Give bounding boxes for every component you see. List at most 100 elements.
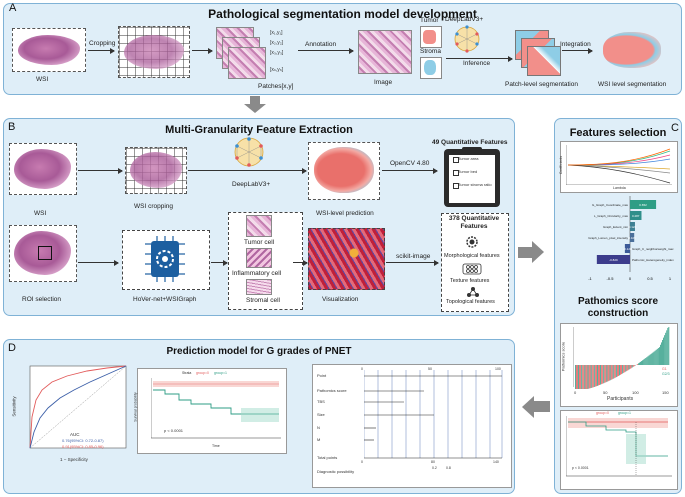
lasso-xlabel: Lambda — [613, 186, 626, 190]
coord-3: [x₃,y₃] — [270, 50, 284, 56]
patch-seg-3 — [527, 46, 561, 76]
score-xtick-3: 150 — [662, 390, 669, 395]
coef-bar-0 — [630, 200, 657, 209]
waterfall-bar-4 — [579, 365, 580, 389]
waterfall-bar-76 — [654, 350, 656, 365]
wsi-cropping-label: WSI cropping — [134, 203, 174, 210]
waterfall-bar-85 — [664, 335, 666, 365]
waterfall-bar-84 — [663, 337, 664, 365]
nomo-point-ticks: 0 50 100 — [361, 367, 507, 373]
network-icon-b — [234, 137, 264, 167]
waterfall-bar-68 — [646, 357, 648, 365]
visualization-label: Visualization — [322, 296, 359, 303]
cropped-grid-a — [118, 26, 190, 78]
wsi-thumbnail-a — [12, 28, 86, 72]
nomogram-gridlines — [364, 370, 503, 459]
waterfall-bar-5 — [580, 365, 582, 389]
nomo-row-2: TBS — [317, 399, 325, 404]
waterfall-bar-75 — [653, 351, 655, 365]
coef-bar-1 — [630, 211, 642, 220]
waterfall-bar-26 — [602, 365, 604, 384]
coef-xtick-4: 1 — [669, 276, 672, 281]
waterfall-bar-35 — [611, 365, 613, 380]
nomo-row-1: Pathomics score — [317, 388, 347, 393]
scikit-label: scikit-image — [396, 253, 431, 260]
wsi-prediction-image — [308, 142, 380, 200]
check-box-1 — [453, 157, 459, 163]
waterfall-bar-73 — [651, 353, 653, 365]
coef-xtick-0: -1 — [588, 276, 592, 281]
score-xtick-2: 100 — [632, 390, 639, 395]
panel-c-title-1: Features selection — [569, 127, 667, 139]
lasso-lines — [566, 145, 672, 185]
waterfall-bar-57 — [634, 365, 636, 366]
coef-bar-label-2: Graph_Extent_min — [603, 225, 628, 229]
topology-icon — [467, 287, 479, 297]
check-box-2 — [453, 170, 459, 176]
lasso-plot — [560, 141, 678, 193]
panel-a-letter: A — [9, 2, 17, 14]
deeplab-label-a: DeepLabV3+ — [445, 16, 484, 23]
waterfall-bar-86 — [665, 332, 667, 365]
waterfall-bar-24 — [600, 365, 601, 385]
morph-label: Morphological features — [444, 253, 500, 259]
nomo-row-5: M — [317, 437, 321, 442]
check-box-3 — [453, 183, 459, 189]
auc-title: AUC — [70, 432, 80, 437]
lasso-ylabel: Coefficients — [559, 155, 564, 175]
waterfall-bar-47 — [624, 365, 626, 373]
waterfall-bar-45 — [622, 365, 624, 374]
km-d-legend-0: Strata — [182, 371, 192, 375]
waterfall-bar-37 — [613, 365, 615, 379]
waterfall-bar-25 — [601, 365, 603, 385]
km-d-legend-2: group=1 — [214, 371, 227, 375]
arrow-a5 — [562, 47, 593, 54]
waterfall-bar-72 — [650, 353, 652, 365]
waterfall-bar-70 — [648, 355, 650, 365]
waterfall-bar-55 — [632, 365, 634, 367]
nomo-total-7: 140 — [493, 460, 499, 464]
coef-bar-value-4: -0.128 — [623, 247, 632, 251]
chip-icon — [145, 236, 185, 282]
nomo-row-6: Total points — [317, 455, 338, 460]
waterfall-bar-83 — [662, 339, 663, 365]
nomo-diag-ticks: 0.2 0.8 — [432, 466, 472, 472]
waterfall-bar-56 — [633, 365, 635, 367]
patch-seg-label: Patch-level segmentation — [505, 81, 578, 88]
waterfall-bar-77 — [655, 349, 657, 365]
wsi-prediction-label: WSI-level prediction — [316, 210, 374, 217]
tumor-cell-label: Tumor cell — [244, 239, 275, 246]
inference-label: Inference — [463, 60, 491, 67]
hover-label: HoVer-net+WSIGraph — [133, 296, 197, 303]
panel-d-title: Prediction model for G grades of PNET — [166, 346, 352, 357]
waterfall-bar-10 — [585, 365, 587, 389]
waterfall-bar-81 — [660, 344, 661, 365]
km-curve-d — [151, 378, 281, 439]
waterfall-bar-65 — [643, 359, 645, 365]
panel-a — [3, 3, 682, 95]
arrow-a3 — [298, 47, 354, 54]
coef-bar-label-5: Pathomic_Heterogeneity_index — [632, 258, 674, 262]
deeplab-label-b: DeepLabV3+ — [232, 181, 271, 188]
waterfall-bar-71 — [649, 354, 651, 365]
texture-icon — [462, 263, 482, 275]
waterfall-bar-16 — [591, 365, 593, 388]
texture-label: Texture features — [450, 278, 490, 284]
arrow-b1 — [78, 167, 123, 174]
waterfall-bar-6 — [581, 365, 583, 389]
waterfall-bar-28 — [604, 365, 606, 383]
waterfall-bar-43 — [620, 365, 621, 375]
coef-bar-value-0: 0.652 — [639, 203, 647, 207]
waterfall-bar-63 — [641, 361, 642, 365]
nomo-tick-10: 100 — [495, 367, 501, 371]
arrow-b4 — [78, 259, 119, 266]
arrow-a4 — [446, 55, 513, 62]
waterfall-bar-88 — [667, 327, 669, 365]
waterfall-bar-38 — [614, 365, 616, 378]
waterfall-bar-79 — [657, 348, 659, 365]
waterfall-bar-36 — [612, 365, 614, 379]
waterfall-bar-74 — [652, 352, 654, 365]
waterfall-bar-23 — [599, 365, 600, 386]
coord-n: [xₙ,yₙ] — [270, 67, 284, 73]
waterfall-bar-21 — [597, 365, 598, 386]
